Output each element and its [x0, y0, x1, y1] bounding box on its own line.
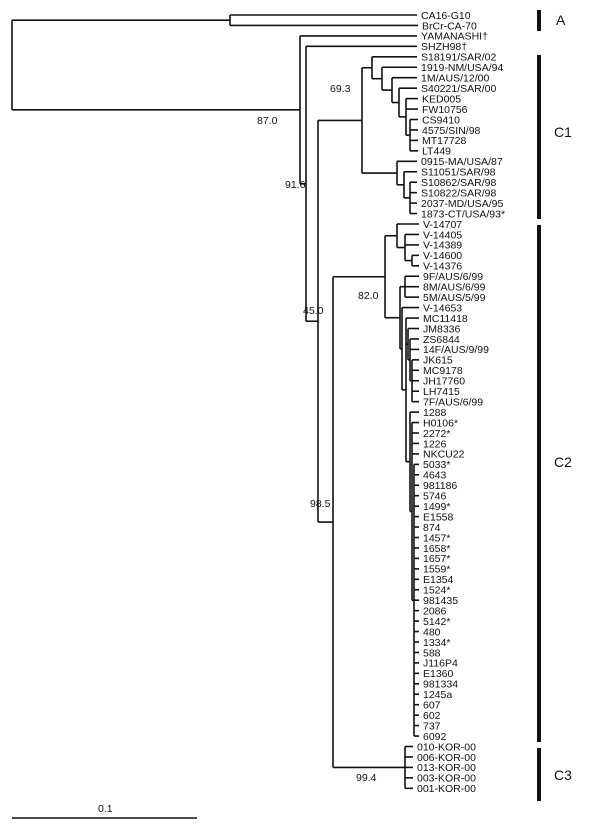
leaf-label: S11051/SAR/98 [421, 167, 496, 179]
leaf-label: BrCr-CA-70 [422, 20, 477, 32]
leaf-label: V-14376 [423, 261, 462, 273]
leaf-label: MC9178 [423, 365, 463, 377]
leaf-label: MT17728 [422, 135, 467, 147]
leaf-label: 5M/AUS/5/99 [423, 292, 486, 304]
leaf-label: 1657* [423, 553, 450, 565]
leaf-label: MC11418 [423, 313, 468, 325]
leaf-label: 737 [423, 720, 441, 732]
leaf-label: 1499* [423, 501, 450, 513]
leaf-label: 981334 [423, 679, 458, 691]
leaf-label: 5142* [423, 616, 450, 628]
leaf-label: H0106* [423, 417, 458, 429]
leaf-label: JK615 [423, 355, 453, 367]
leaf-label: S18191/SAR/02 [421, 52, 496, 64]
leaf-label: 9F/AUS/6/99 [423, 271, 483, 283]
leaf-label: NKCU22 [423, 449, 465, 461]
leaf-label: CS9410 [422, 114, 460, 126]
leaf-label: 0915-MA/USA/87 [421, 156, 503, 168]
leaf-label: 1M/AUS/12/00 [421, 73, 489, 85]
leaf-label: 7F/AUS/6/99 [423, 396, 483, 408]
leaf-label: V-14389 [423, 240, 462, 252]
bootstrap-98: 98.5 [310, 498, 331, 510]
leaf-label: E1558 [423, 511, 454, 523]
leaf-label: 1559* [423, 564, 450, 576]
bootstrap-45: 45.0 [303, 305, 324, 317]
leaf-label: 1245a [423, 689, 452, 701]
leaf-label: 981435 [423, 595, 458, 607]
leaf-label: V-14405 [423, 229, 462, 241]
leaf-label: 981186 [423, 480, 457, 492]
leaf-label: 003-KOR-00 [417, 773, 476, 785]
leaf-label: JM8336 [423, 323, 461, 335]
leaf-label: E1354 [423, 574, 454, 586]
leaf-label: J116P4 [423, 658, 458, 670]
bootstrap-82: 82.0 [358, 290, 379, 302]
bootstrap-99: 99.4 [356, 772, 377, 784]
leaf-label: CA16-G10 [421, 10, 471, 22]
leaf-label: 1658* [423, 543, 450, 555]
leaf-label: 5033* [423, 459, 450, 471]
leaf-labels: CA16-G10BrCr-CA-70YAMANASHI†SHZH98†S1819… [417, 10, 505, 795]
leaf-label: 1457* [423, 532, 450, 544]
leaf-label: 602 [423, 710, 441, 722]
bootstrap-87: 87.0 [257, 115, 278, 127]
leaf-label: S10862/SAR/98 [421, 177, 496, 189]
leaf-label: 8M/AUS/6/99 [423, 282, 486, 294]
leaf-label: KED005 [422, 93, 461, 105]
leaf-label: JH17760 [423, 376, 465, 388]
leaf-label: FW10756 [422, 104, 468, 116]
leaf-label: 001-KOR-00 [417, 783, 476, 795]
leaf-label: 480 [423, 626, 441, 638]
clade-label-c1: C1 [554, 124, 572, 140]
clade-label-c2: C2 [554, 454, 572, 470]
leaf-label: 14F/AUS/9/99 [423, 344, 489, 356]
leaf-label: 4643 [423, 470, 447, 482]
leaf-label: 4575/SIN/98 [422, 125, 481, 137]
leaf-label: YAMANASHI† [421, 31, 488, 43]
leaf-label: 1919-NM/USA/94 [421, 62, 503, 74]
leaf-label: 588 [423, 647, 441, 659]
leaf-label: S10822/SAR/98 [421, 187, 496, 199]
leaf-label: 006-KOR-00 [417, 752, 476, 764]
leaf-label: 1226 [423, 438, 447, 450]
scale-label: 0.1 [98, 803, 113, 815]
leaf-label: SHZH98† [421, 41, 467, 53]
leaf-label: LT449 [422, 146, 451, 158]
leaf-label: 5746 [423, 491, 447, 503]
leaf-label: S40221/SAR/00 [421, 83, 496, 95]
leaf-label: 1288 [423, 407, 447, 419]
leaf-label: 1334* [423, 637, 450, 649]
leaf-label: ZS6844 [423, 334, 460, 346]
clade-label-a: A [556, 12, 566, 28]
bootstrap-91: 91.6 [285, 179, 306, 191]
leaf-label: 2037-MD/USA/95 [421, 198, 503, 210]
leaf-label: 1873-CT/USA/93* [421, 208, 505, 220]
leaf-label: 013-KOR-00 [417, 762, 476, 774]
leaf-label: 2272* [423, 428, 450, 440]
tree-branches [11, 14, 419, 790]
leaf-label: 1524* [423, 585, 450, 597]
leaf-label: V-14707 [423, 219, 462, 231]
leaf-label: 607 [423, 700, 441, 712]
leaf-label: 6092 [423, 731, 447, 743]
leaf-label: 010-KOR-00 [417, 741, 476, 753]
leaf-label: V-14600 [423, 250, 462, 262]
clade-label-c3: C3 [554, 767, 572, 783]
leaf-label: LH7415 [423, 386, 460, 398]
leaf-label: V-14653 [423, 302, 462, 314]
bootstrap-69: 69.3 [330, 83, 351, 95]
leaf-label: 2086 [423, 605, 447, 617]
leaf-label: 874 [423, 522, 441, 534]
leaf-label: E1360 [423, 668, 454, 680]
